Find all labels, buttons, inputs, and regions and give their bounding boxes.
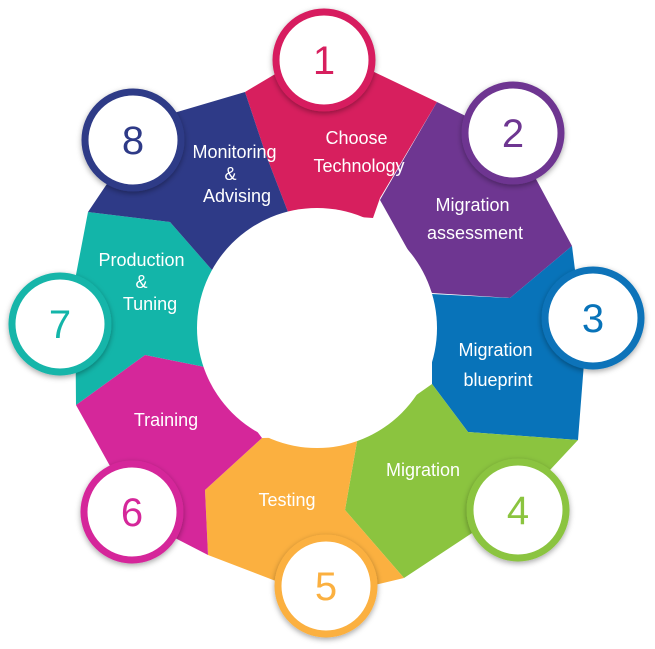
step-5-badge: 5 [274, 534, 378, 638]
step-6-line-1: Training [134, 410, 198, 430]
step-3-line-2: blueprint [463, 370, 532, 390]
step-2-badge: 2 [461, 81, 565, 185]
step-4-line-1: Migration [386, 460, 460, 480]
segment-2 [380, 102, 572, 298]
step-4-badge: 4 [466, 458, 570, 562]
step-1-label: Choose Technology [313, 128, 404, 176]
center-circle [197, 208, 437, 448]
step-3-line-1: Migration [458, 340, 532, 360]
step-8-badge: 8 [81, 88, 185, 192]
step-4-number: 4 [507, 489, 529, 533]
step-8-line-2: & [224, 164, 236, 184]
step-3-badge-circle [541, 266, 645, 370]
step-1-line-1: Choose [325, 128, 387, 148]
segments [75, 70, 585, 598]
step-5-badge-circle [274, 534, 378, 638]
segment-3 [432, 246, 585, 440]
step-2-label: Migration assessment [427, 195, 523, 243]
step-5-label: Testing [258, 490, 315, 510]
labels: Choose Technology Migration assessment M… [98, 128, 537, 510]
step-8-label: Monitoring & Advising [192, 142, 281, 206]
step-6-badge: 6 [80, 460, 184, 564]
segment-7 [75, 212, 212, 405]
step-8-number: 8 [122, 119, 144, 163]
step-7-badge-circle [8, 272, 112, 376]
step-6-badge-circle [80, 460, 184, 564]
step-7-line-3: Tuning [123, 294, 177, 314]
step-6-number: 6 [121, 491, 143, 535]
step-6-label: Training [134, 410, 198, 430]
segment-4 [345, 384, 578, 578]
step-4-badge-circle [466, 458, 570, 562]
step-2-number: 2 [502, 112, 524, 156]
step-8-line-1: Monitoring [192, 142, 276, 162]
step-5-number: 5 [315, 565, 337, 609]
step-3-number: 3 [582, 297, 604, 341]
segment-1 [245, 70, 437, 218]
step-2-badge-circle [461, 81, 565, 185]
badges: 1 2 3 4 5 6 7 8 [8, 8, 645, 638]
step-1-line-2: Technology [313, 156, 404, 176]
step-1-badge: 1 [272, 8, 376, 112]
step-7-number: 7 [49, 303, 71, 347]
step-3-badge: 3 [541, 266, 645, 370]
segment-6 [76, 355, 262, 555]
step-3-label: Migration blueprint [458, 340, 537, 390]
step-7-label: Production & Tuning [98, 250, 189, 314]
step-8-line-3: Advising [203, 186, 271, 206]
step-8-badge-circle [81, 88, 185, 192]
step-7-line-1: Production [98, 250, 184, 270]
step-1-number: 1 [313, 39, 335, 83]
step-4-label: Migration [386, 460, 460, 480]
step-7-badge: 7 [8, 272, 112, 376]
step-1-badge-circle [272, 8, 376, 112]
step-2-line-2: assessment [427, 223, 523, 243]
step-5-line-1: Testing [258, 490, 315, 510]
step-7-line-2: & [135, 272, 147, 292]
segment-8 [88, 92, 288, 270]
step-2-line-1: Migration [435, 195, 509, 215]
